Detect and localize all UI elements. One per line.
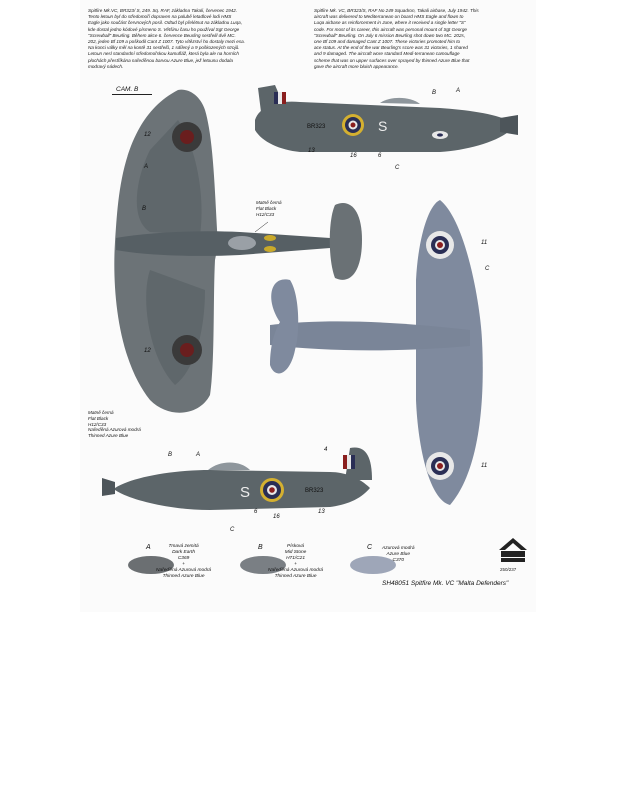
top-canopy [228, 236, 256, 250]
callout-a: A [144, 164, 149, 170]
text-line: "Screwball" Beurling. On July 6 mission … [314, 32, 466, 38]
text-line: Spitfire Mk. VC, BR323/S, RAF No 249 Squ… [314, 8, 479, 13]
callout-6: 6 [254, 509, 258, 515]
callout-16: 16 [350, 153, 357, 159]
text-line: gave the aircraft more bluish appearance… [314, 63, 399, 69]
swatch-mid-stone [240, 556, 286, 574]
camouflage-label-underline [112, 94, 152, 95]
callout-c: C [485, 266, 490, 272]
description-czech: Spitfire Mk.VC, BR323/ S, 249. Sq. RAF, … [88, 8, 288, 70]
side-fuselage [115, 470, 370, 510]
side-code-letter: S [240, 484, 250, 501]
camouflage-label: CAM. B [116, 86, 139, 93]
text-line: Eagle jako součást červnových posil. Odt… [88, 20, 242, 26]
callout-12: 12 [144, 348, 151, 354]
sheet-footer: SH48051 Spitfire Mk. VC "Malta Defenders… [382, 580, 509, 587]
callout-13: 13 [308, 148, 315, 154]
swatch-azure-blue [350, 556, 396, 574]
top-tailplane [329, 203, 362, 280]
bottom-tailplane [270, 279, 299, 374]
callout-12: 12 [144, 132, 151, 138]
text-line: and 9 damaged. The aircraft wore standar… [314, 51, 460, 57]
callout-11: 11 [481, 463, 488, 469]
side-serial: BR323 [307, 124, 326, 130]
side-view-upper: S BR323 [255, 85, 518, 152]
swatch-letter: C [367, 544, 373, 551]
callout-a: A [456, 88, 461, 94]
swatch-dark-earth [128, 556, 174, 574]
text-line: one Bf 109 and damaged Cant Z 1007. Thes… [314, 39, 461, 45]
bottom-view [270, 200, 483, 505]
text-line: scheme that was on upper surfaces over s… [314, 57, 470, 63]
callout-b: B [142, 206, 147, 212]
swatch-letter: B [258, 544, 263, 551]
text-line: Na konci války měl na kontě 31 sestřelů,… [88, 45, 240, 51]
text-line: Luqa airbase as reinforcement in June, w… [314, 20, 466, 26]
text-line: code. For most of its career, this aircr… [314, 26, 467, 32]
swatch-letter: A [146, 544, 151, 551]
description-english: Spitfire Mk. VC, BR323/S, RAF No 249 Squ… [314, 8, 514, 70]
text-line: Tento letoun byl do středomoří dopraven … [88, 14, 232, 20]
swatch-text: Písková Mid Stone H71/C21 + Nařeďěná Azu… [268, 544, 324, 579]
swatch-text: Tmavá zemitá Dark Earth C369 + Nařeďěná … [156, 544, 212, 579]
callout-11: 11 [481, 240, 488, 246]
text-line: modravý nádech. [88, 63, 124, 69]
callout-4: 4 [324, 447, 328, 453]
callout-6: 6 [378, 153, 382, 159]
callout-16: 16 [273, 514, 280, 520]
callout-c: C [230, 527, 235, 533]
callout-b: B [168, 452, 173, 458]
side-view-lower: S BR323 [102, 447, 372, 510]
side-canopy [208, 462, 250, 470]
text-line: Letoun nesl standardní středomořskou kam… [88, 51, 239, 57]
bottom-wing [416, 200, 483, 505]
note-flat-black-left: Matně černá Flat Black H12/C33 Nařeďěná … [88, 410, 141, 439]
callout-a: A [196, 452, 201, 458]
side-canopy [380, 97, 420, 104]
side-serial: BR323 [305, 488, 324, 494]
top-view [114, 89, 362, 413]
callout-13: 13 [318, 509, 325, 515]
text-line: ace status. At the end of the war Beurli… [314, 45, 468, 51]
text-line: 202, jeden Bf 109 a poškodil Cant Z 1007… [88, 39, 245, 45]
text-line: Spitfire Mk.VC, BR323/ S, 249. Sq. RAF, … [88, 8, 238, 13]
callout-c: C [395, 165, 400, 171]
text-line: "Screwball" Beurling. Během akce 6. červ… [88, 32, 236, 38]
note-flat-black-top: Matně černá Flat Black H12/C33 [256, 200, 282, 217]
sheet-code: 250/237 [500, 567, 517, 572]
text-line: kde dostal jedno kódové písmeno S. Větši… [88, 26, 240, 32]
side-code-letter: S [378, 118, 387, 134]
bottom-fuselage [270, 321, 470, 351]
text-line: plochách přestříkána nařeďěnou barvou Az… [88, 57, 233, 63]
text-line: aircraft was delivered to Mediterranean … [314, 14, 464, 20]
swatch-text: Azurová modrá Azure Blue C370 [382, 546, 415, 563]
side-fuselage [255, 101, 515, 152]
callout-b: B [432, 90, 437, 96]
special-hobby-logo [499, 538, 527, 562]
